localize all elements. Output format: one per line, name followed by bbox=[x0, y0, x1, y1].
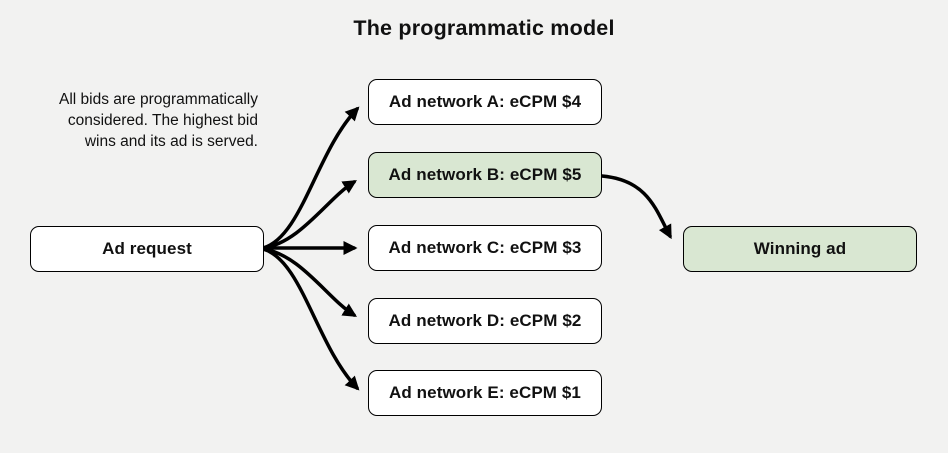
arrow-network-b-to-winning-ad bbox=[600, 174, 672, 240]
node-ad-network-d: Ad network D: eCPM $2 bbox=[368, 298, 602, 344]
node-ad-network-c: Ad network C: eCPM $3 bbox=[368, 225, 602, 271]
node-winning-ad-label: Winning ad bbox=[753, 239, 847, 258]
node-ad-request-label: Ad request bbox=[102, 239, 192, 258]
node-ad-network-c-label: Ad network C: eCPM $3 bbox=[388, 238, 582, 257]
note-line-1: All bids are programmatically bbox=[59, 91, 258, 108]
node-ad-network-a: Ad network A: eCPM $4 bbox=[368, 79, 602, 125]
arrow-ad-request-to-network-d bbox=[261, 247, 357, 317]
arrow-ad-request-to-network-a bbox=[261, 106, 360, 250]
arrow-ad-request-to-network-b bbox=[261, 180, 357, 250]
node-ad-network-a-label: Ad network A: eCPM $4 bbox=[388, 92, 582, 111]
node-ad-network-b: Ad network B: eCPM $5 bbox=[368, 152, 602, 198]
note-line-3: wins and its ad is served. bbox=[84, 133, 258, 150]
node-ad-request: Ad request bbox=[30, 226, 264, 272]
diagram-title: The programmatic model bbox=[353, 16, 615, 40]
note-line-2: considered. The highest bid bbox=[67, 112, 258, 129]
explanatory-note: All bids are programmatically considered… bbox=[10, 89, 258, 152]
node-ad-network-d-label: Ad network D: eCPM $2 bbox=[388, 311, 582, 330]
arrow-ad-request-to-network-e bbox=[261, 247, 360, 391]
node-ad-network-b-label: Ad network B: eCPM $5 bbox=[388, 165, 582, 184]
node-ad-network-e-label: Ad network E: eCPM $1 bbox=[389, 383, 581, 402]
node-ad-network-e: Ad network E: eCPM $1 bbox=[368, 370, 602, 416]
node-winning-ad: Winning ad bbox=[683, 226, 917, 272]
